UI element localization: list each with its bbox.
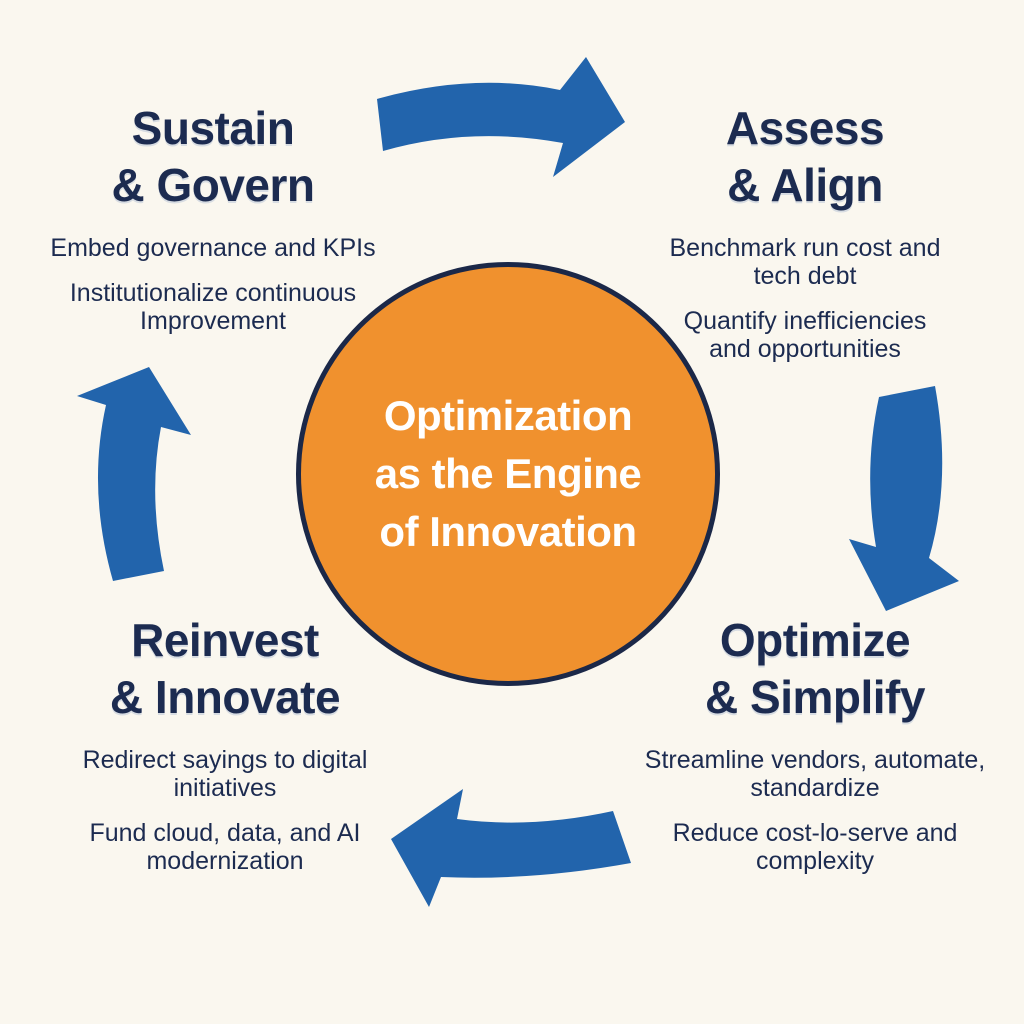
bullet-reduce-cost-to-serve: Reduce cost-lo-serve and complexity	[672, 819, 958, 875]
quadrant-optimize-simplify: Optimize & Simplify Streamline vendors, …	[622, 612, 1008, 892]
arrow-top-icon	[377, 57, 625, 177]
arrow-bottom-icon	[391, 789, 631, 907]
bullet-streamline-vendors: Streamline vendors, automate, standardiz…	[644, 746, 986, 802]
bullet-redirect-savings: Redirect sayings to digital initiatives	[82, 746, 368, 802]
center-circle: Optimization as the Engine of Innovation	[296, 262, 720, 686]
bullet-embed-governance: Embed governance and KPIs	[50, 234, 376, 262]
quadrant-reinvest-innovate: Reinvest & Innovate Redirect sayings to …	[35, 612, 415, 892]
bullet-fund-cloud-data-ai: Fund cloud, data, and AI modernization	[89, 819, 361, 875]
arrow-left-icon	[77, 367, 191, 581]
arrow-right-icon	[849, 386, 959, 611]
quadrant-assess-align: Assess & Align Benchmark run cost and te…	[620, 100, 990, 380]
quadrant-sustain-govern: Sustain & Govern Embed governance and KP…	[28, 100, 398, 352]
quadrant-title-assess-align: Assess & Align	[725, 102, 885, 211]
quadrant-title-optimize-simplify: Optimize & Simplify	[705, 614, 925, 723]
quadrant-title-reinvest-innovate: Reinvest & Innovate	[109, 614, 341, 723]
bullet-benchmark-run-cost: Benchmark run cost and tech debt	[669, 234, 941, 290]
bullet-quantify-inefficiencies: Quantify inefficiencies and opportunitie…	[683, 307, 927, 363]
quadrant-title-sustain-govern: Sustain & Govern	[111, 102, 315, 211]
center-title: Optimization as the Engine of Innovation	[374, 392, 642, 555]
bullet-institutionalize-improvement: Institutionalize continuous Improvement	[69, 279, 357, 335]
